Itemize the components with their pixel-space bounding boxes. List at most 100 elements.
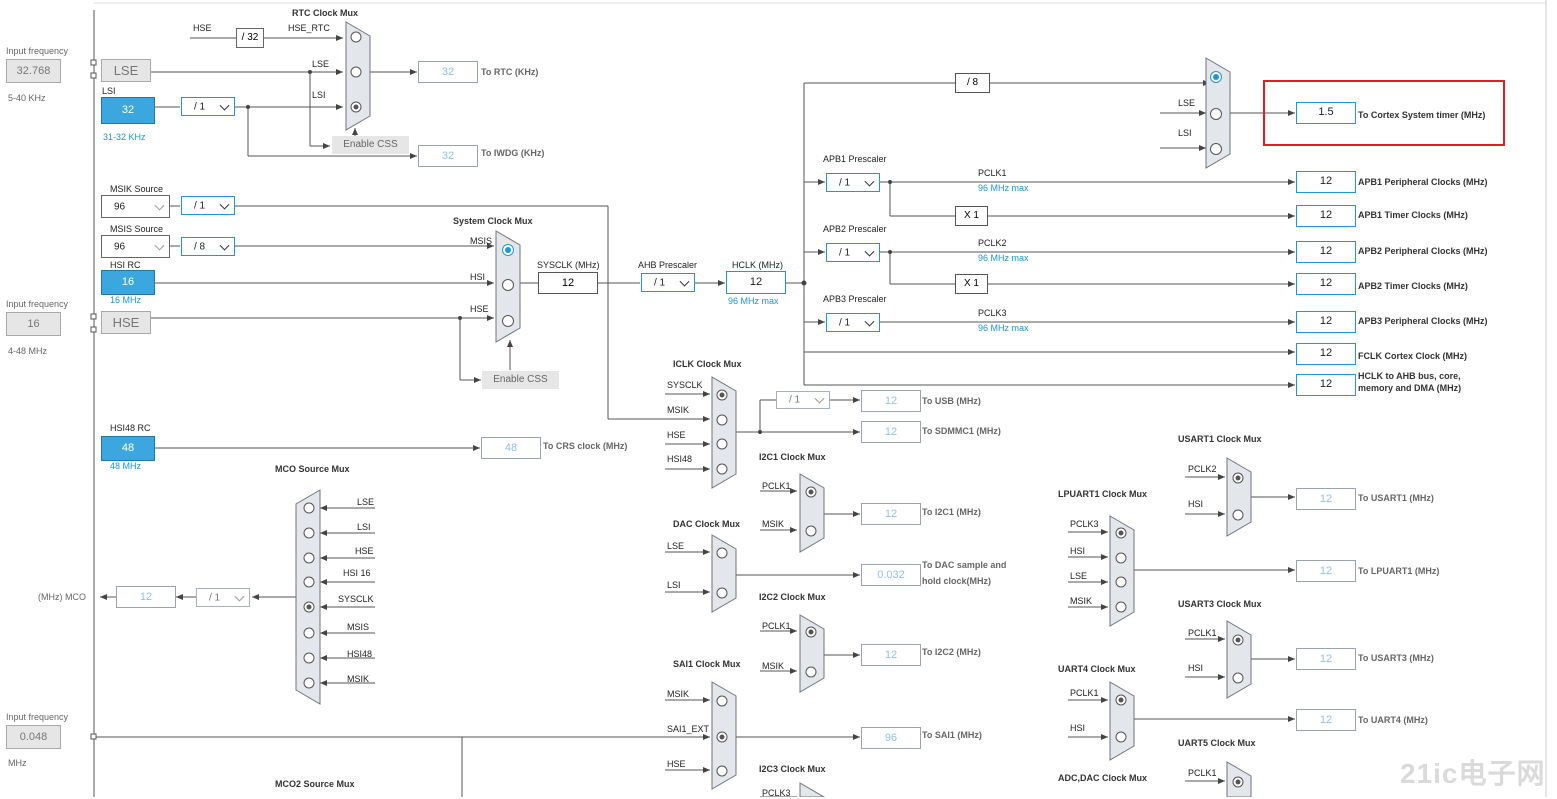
sysclk-msis-label: MSIS xyxy=(470,236,493,246)
usart3-input-pclk1: PCLK1 xyxy=(1188,628,1217,638)
mco-input-lse: LSE xyxy=(357,497,375,507)
apb1-prescaler-value: / 1 xyxy=(839,177,851,188)
uart4-mux-title: UART4 Clock Mux xyxy=(1058,664,1136,674)
msik-divider-select[interactable]: / 1 xyxy=(181,196,235,215)
usb-divider-select[interactable]: / 1 xyxy=(776,391,830,409)
chevron-down-icon xyxy=(864,246,875,257)
usart3-output-box: 12 xyxy=(1296,648,1356,670)
lpuart1-input-pclk3: PCLK3 xyxy=(1070,519,1099,529)
i2c3-input-pclk3: PCLK3 xyxy=(762,788,791,798)
lse-source-box[interactable]: LSE xyxy=(101,59,151,82)
apb2-periph-label: APB2 Peripheral Clocks (MHz) xyxy=(1358,246,1488,256)
hclk-label: HCLK (MHz) xyxy=(732,260,783,270)
uart4-output-box: 12 xyxy=(1296,709,1356,731)
apb2-prescaler-select[interactable]: / 1 xyxy=(826,243,880,262)
apb1-prescaler-label: APB1 Prescaler xyxy=(823,154,887,164)
mco-mux-shape xyxy=(295,489,321,705)
adc-dac-mux-title: ADC,DAC Clock Mux xyxy=(1058,773,1148,783)
sdmmc-output-label: To SDMMC1 (MHz) xyxy=(922,426,1001,436)
sysclk-mux-title: System Clock Mux xyxy=(453,216,533,226)
apb1-timer-box: 12 xyxy=(1296,205,1356,227)
usb-divider-value: / 1 xyxy=(789,394,801,406)
lsi-range-label: 31-32 KHz xyxy=(103,132,146,142)
iwdg-output-label: To IWDG (KHz) xyxy=(481,148,545,158)
rtc-enable-css-button[interactable]: Enable CSS xyxy=(332,136,409,154)
apb3-prescaler-select[interactable]: / 1 xyxy=(826,313,880,332)
ext-freq-input[interactable]: 0.048 xyxy=(6,725,61,749)
sai1-output-box: 96 xyxy=(861,727,921,749)
lse-input-freq-label: Input frequency xyxy=(6,46,69,56)
iwdg-output-box: 32 xyxy=(418,145,478,167)
apb3-periph-label: APB3 Peripheral Clocks (MHz) xyxy=(1358,316,1488,326)
lpuart1-output-label: To LPUART1 (MHz) xyxy=(1358,566,1440,576)
mco-input-msis: MSIS xyxy=(347,622,370,632)
msis-source-select[interactable]: 96 xyxy=(101,235,170,258)
mco-input-sysclk: SYSCLK xyxy=(338,594,374,604)
mco-divider-select[interactable]: / 1 xyxy=(196,588,250,607)
hsi48-freq-label: 48 MHz xyxy=(110,461,142,471)
mco-input-msik: MSIK xyxy=(347,674,370,684)
msik-source-value: 96 xyxy=(114,201,126,212)
sysclk-enable-css-button[interactable]: Enable CSS xyxy=(482,371,559,389)
rtc-hse-label: HSE xyxy=(193,23,212,33)
hsi-rc-box[interactable]: 16 xyxy=(101,270,155,295)
lsi-label: LSI xyxy=(102,86,116,96)
apb2-periph-box: 12 xyxy=(1296,241,1356,263)
hsi48-rc-box[interactable]: 48 xyxy=(101,436,155,461)
fclk-box: 12 xyxy=(1296,343,1356,365)
hse-freq-input[interactable]: 16 xyxy=(6,312,61,336)
i2c1-output-box: 12 xyxy=(861,503,921,525)
i2c3-mux-title: I2C3 Clock Mux xyxy=(759,764,826,774)
pclk2-label: PCLK2 xyxy=(978,238,1007,248)
uart4-output-label: To UART4 (MHz) xyxy=(1358,715,1428,725)
apb2-timer-box: 12 xyxy=(1296,273,1356,295)
iclk-mux-title: ICLK Clock Mux xyxy=(673,359,742,369)
chevron-down-icon xyxy=(864,316,875,327)
usart1-output-box: 12 xyxy=(1296,488,1356,510)
hsi-freq-label: 16 MHz xyxy=(110,295,142,305)
i2c1-mux-shape xyxy=(799,473,825,553)
ahb-prescaler-label: AHB Prescaler xyxy=(638,260,698,270)
lpuart1-input-lse: LSE xyxy=(1070,571,1088,581)
msis-divider-select[interactable]: / 8 xyxy=(181,237,235,256)
hse-source-box[interactable]: HSE xyxy=(101,311,151,334)
fclk-label: FCLK Cortex Clock (MHz) xyxy=(1358,351,1468,361)
mco-input-hsi48: HSI48 xyxy=(347,649,373,659)
sai1-output-label: To SAI1 (MHz) xyxy=(922,730,982,740)
lsi-divider-select[interactable]: / 1 xyxy=(181,97,235,116)
iclk-input-msik: MSIK xyxy=(667,405,690,415)
sdmmc-output-box: 12 xyxy=(861,421,921,443)
mco-divider-value: / 1 xyxy=(209,592,221,603)
systick-divider: / 8 xyxy=(955,73,990,93)
msik-source-select[interactable]: 96 xyxy=(101,195,170,218)
dac-mux-title: DAC Clock Mux xyxy=(673,519,741,529)
hclk-input[interactable]: 12 xyxy=(726,271,786,294)
usart1-input-pclk2: PCLK2 xyxy=(1188,464,1217,474)
dac-output-label-1: To DAC sample and xyxy=(922,560,1007,570)
rtc-mux-title: RTC Clock Mux xyxy=(292,8,359,18)
dac-input-lse: LSE xyxy=(667,541,685,551)
hse-range-label: 4-48 MHz xyxy=(8,346,48,356)
lse-freq-input[interactable]: 32.768 xyxy=(6,59,61,83)
ahb-prescaler-select[interactable]: / 1 xyxy=(641,273,695,292)
apb1-prescaler-select[interactable]: / 1 xyxy=(826,173,880,192)
sysclk-hse-label: HSE xyxy=(470,304,489,314)
mco-output-box: 12 xyxy=(116,586,176,608)
uart4-input-hsi: HSI xyxy=(1070,723,1086,733)
chevron-down-icon xyxy=(219,240,230,251)
msis-divider-value: / 8 xyxy=(194,241,206,252)
msis-source-value: 96 xyxy=(114,241,126,252)
crs-output-box: 48 xyxy=(481,437,541,459)
mco-input-lsi: LSI xyxy=(357,522,371,532)
chevron-down-icon xyxy=(864,176,875,187)
sysclk-hsi-label: HSI xyxy=(470,272,486,282)
lsi-rc-box[interactable]: 32 xyxy=(101,97,155,124)
usart1-output-label: To USART1 (MHz) xyxy=(1358,493,1434,503)
iclk-input-sysclk: SYSCLK xyxy=(667,380,703,390)
pclk3-label: PCLK3 xyxy=(978,308,1007,318)
systick-output-box: 1.5 xyxy=(1296,102,1356,124)
chevron-down-icon xyxy=(234,591,245,602)
i2c1-input-msik: MSIK xyxy=(762,519,785,529)
usart1-mux-shape xyxy=(1226,457,1252,537)
usb-output-box: 12 xyxy=(861,390,921,412)
